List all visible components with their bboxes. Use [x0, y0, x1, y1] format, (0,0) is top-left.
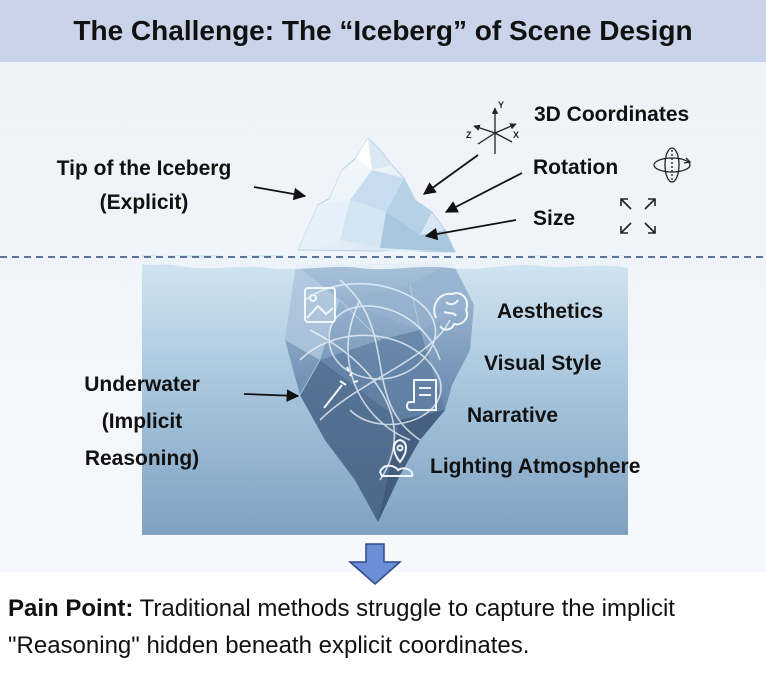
- rotation-label: Rotation: [533, 156, 619, 179]
- scroll-icon: [406, 379, 437, 411]
- pain-point-text: Pain Point: Traditional methods struggle…: [8, 590, 764, 664]
- pain-point-body: Traditional methods struggle to capture …: [8, 595, 675, 659]
- axis-z-label: Z: [466, 130, 472, 140]
- underwater-label-line1: Underwater: [84, 373, 200, 396]
- waterline-foam: [142, 250, 628, 270]
- axis-x-label: X: [513, 130, 519, 140]
- page-title: The Challenge: The “Iceberg” of Scene De…: [73, 15, 693, 46]
- image-icon: [304, 287, 336, 323]
- axis-y-label: Y: [498, 100, 504, 110]
- brain-idea-icon: [433, 292, 468, 331]
- aesthetics-label: Aesthetics: [497, 300, 604, 323]
- tip-label-line1: Tip of the Iceberg: [56, 157, 232, 180]
- reasoning-swirls: [299, 279, 451, 481]
- iceberg-tip: [297, 137, 456, 253]
- underwater-label-line3: Reasoning): [84, 447, 200, 470]
- lighting-atmosphere-label: Lighting Atmosphere: [430, 455, 641, 478]
- tip-label-line2: (Explicit): [99, 191, 189, 214]
- pain-point-label: Pain Point:: [8, 595, 134, 622]
- tip-label: Tip of the Iceberg (Explicit): [28, 152, 260, 220]
- size-label: Size: [533, 207, 576, 230]
- axes-icon: [473, 107, 517, 154]
- tip-arrow: [253, 186, 307, 201]
- coordinates-arrow: [422, 154, 479, 195]
- map-pin-icon: [378, 438, 414, 477]
- title-banner: The Challenge: The “Iceberg” of Scene De…: [0, 0, 766, 62]
- rotation-icon: [653, 147, 692, 183]
- coordinates-label: 3D Coordinates: [534, 103, 690, 126]
- narrative-label: Narrative: [467, 404, 559, 427]
- underwater-label-line2: (Implicit: [101, 410, 183, 433]
- visual-style-label: Visual Style: [484, 352, 602, 375]
- size-arrow: [424, 219, 517, 241]
- underwater-label: Underwater (Implicit Reasoning): [52, 366, 232, 477]
- underwater-arrow: [243, 389, 300, 402]
- rotation-arrow: [444, 172, 523, 213]
- resize-icon: [620, 198, 656, 234]
- down-arrow-icon: [348, 543, 402, 585]
- magic-wand-icon: [323, 366, 359, 409]
